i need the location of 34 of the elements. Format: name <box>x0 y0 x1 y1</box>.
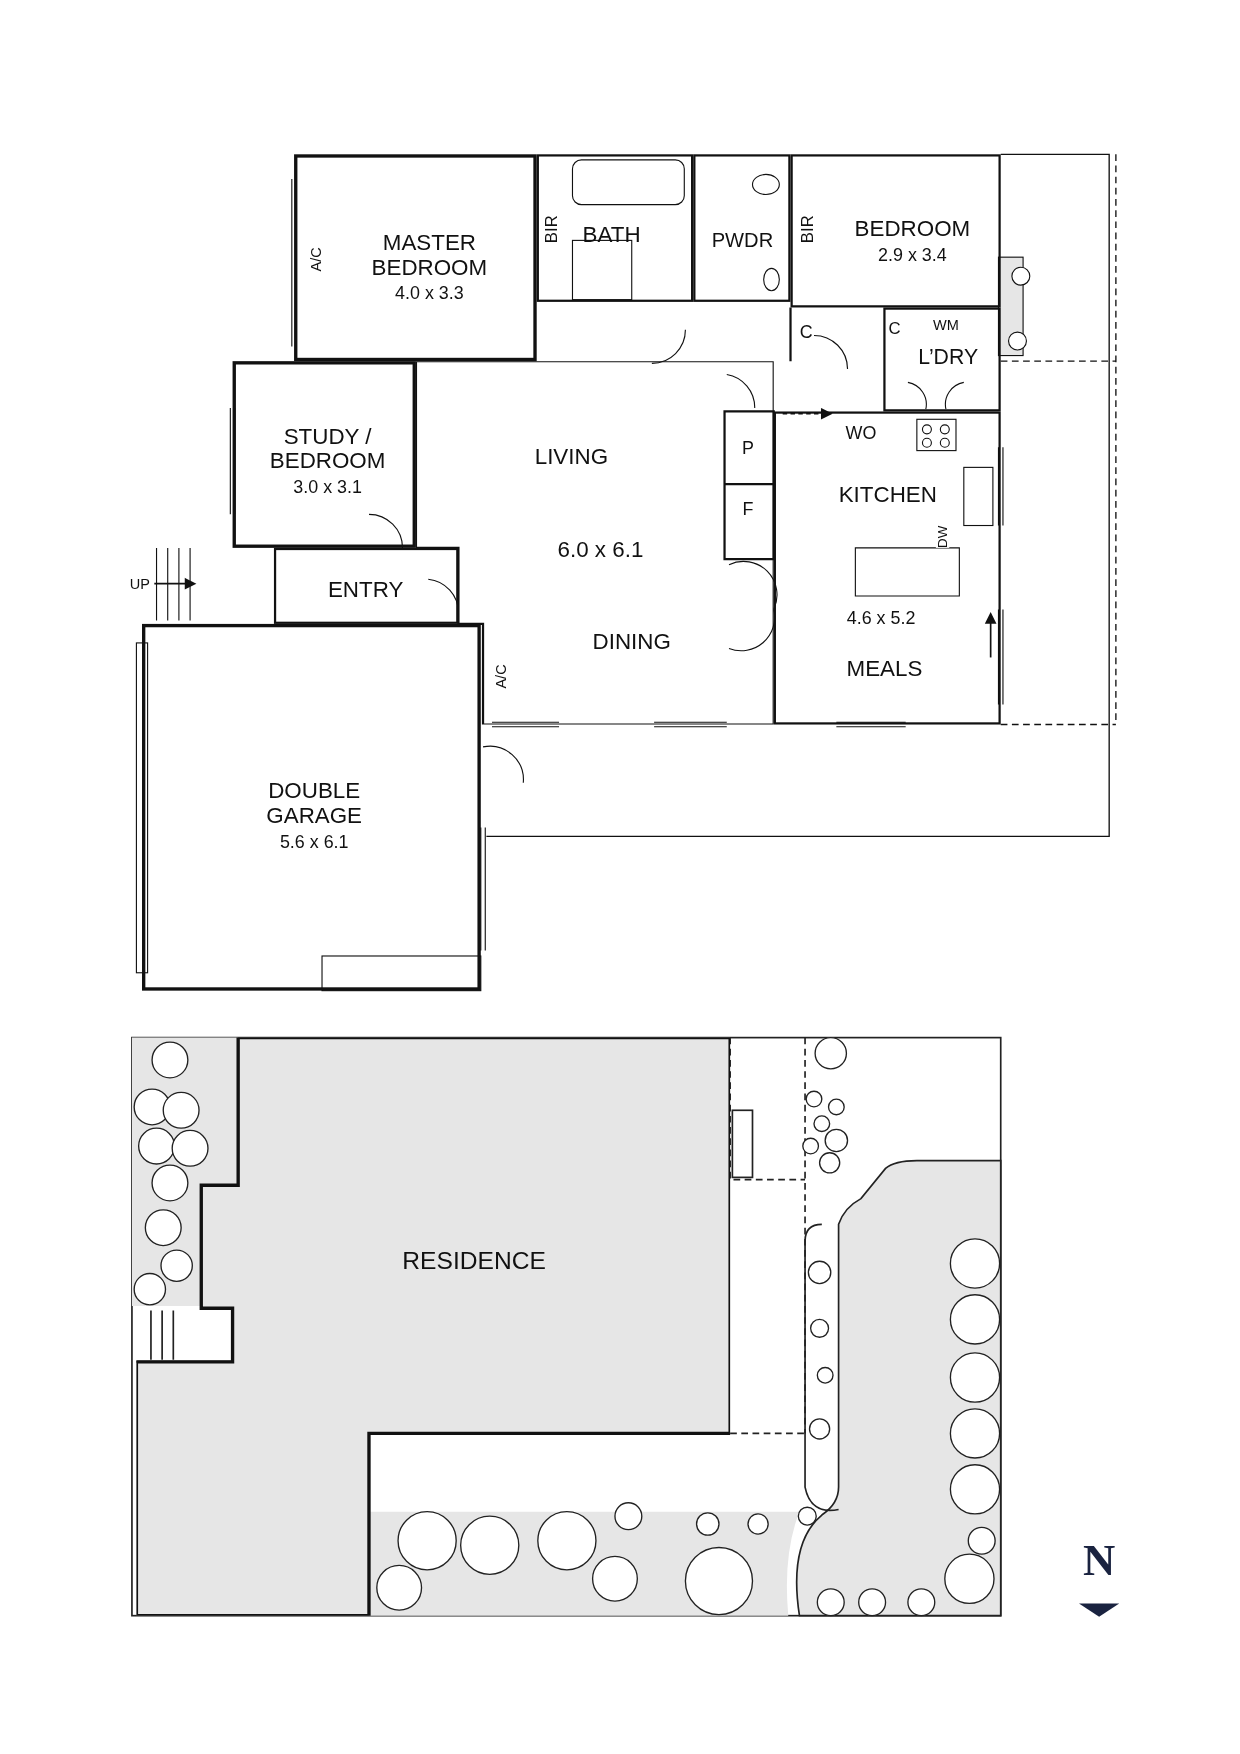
room-name: ENTRY <box>327 576 404 602</box>
storage-label: BIR <box>798 215 816 244</box>
room-name: KITCHEN <box>838 481 937 507</box>
room-dimensions: 5.6 x 6.1 <box>279 832 349 852</box>
room-name: MASTER BEDROOM <box>370 230 489 280</box>
room <box>232 361 416 548</box>
fixture-label: DW <box>935 525 950 548</box>
room-name: DINING <box>592 628 671 653</box>
north-label: N <box>1082 1538 1116 1584</box>
room-name: DOUBLE GARAGE <box>265 778 364 828</box>
room-name: STUDY / BEDROOM <box>268 423 387 473</box>
room-name: BATH <box>582 221 641 246</box>
fixture-label: WM <box>933 318 959 333</box>
room-dimensions: 2.9 x 3.4 <box>878 245 947 265</box>
storage-label: C <box>888 319 901 336</box>
room <box>693 154 791 302</box>
room <box>294 154 537 362</box>
room-dimensions: 4.0 x 3.3 <box>395 283 464 303</box>
room <box>273 547 459 624</box>
room-dimensions: 4.6 x 5.2 <box>846 608 916 629</box>
room-name: L’DRY <box>918 346 979 370</box>
fixture-label: A/C <box>493 664 509 689</box>
storage-label: BIR <box>542 215 560 244</box>
fixture-label: A/C <box>309 247 324 272</box>
room <box>142 623 481 991</box>
room-name: LIVING <box>534 443 608 469</box>
stair-label: UP <box>129 576 150 591</box>
room-dimensions: 3.0 x 3.1 <box>293 477 362 498</box>
room-name: PWDR <box>711 230 774 253</box>
room-name: RESIDENCE <box>402 1247 546 1275</box>
room-name: BEDROOM <box>854 215 971 241</box>
building-footprint <box>136 1037 731 1616</box>
room-dimensions: 6.0 x 6.1 <box>557 536 644 562</box>
room-name: MEALS <box>846 656 923 681</box>
